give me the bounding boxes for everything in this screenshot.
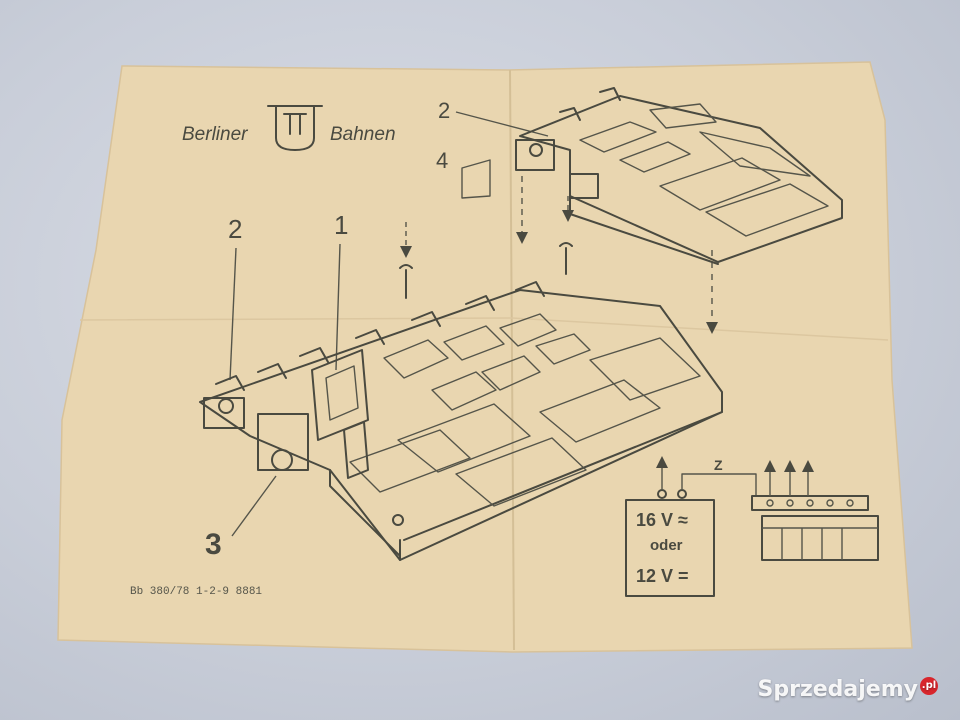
label-z: Z [714,457,723,473]
brand-header: Berliner Bahnen [182,105,396,151]
brand-right-text: Bahnen [330,124,396,145]
connector-strip [751,495,869,511]
callout-3: 3 [205,528,222,561]
print-code: Bb 380/78 1-2-9 8881 [130,586,262,598]
upper-module-drawing [515,87,843,265]
paper-sheet [57,61,913,653]
bttb-logo-icon [267,105,323,151]
power-line-3: 12 V = [636,566,689,586]
callout-2-left: 2 [228,214,242,244]
watermark-badge: .pl [920,677,938,695]
site-watermark: Sprzedajemy.pl [757,677,938,702]
leader-line [335,243,341,371]
watermark-text: Sprzedajemy [757,677,919,702]
module-block [761,515,879,561]
brand-left-text: Berliner [182,124,248,145]
small-part-icon [461,159,491,199]
callout-2-top: 2 [438,98,450,123]
assembly-arrows [399,176,718,334]
power-box [625,499,715,597]
leader-line [229,247,237,381]
leader-line [231,475,277,537]
callout-4: 4 [436,148,448,173]
main-module-drawing [199,281,723,561]
callout-1: 1 [334,210,348,240]
power-line-2: oder [650,537,683,554]
power-line-1: 16 V ≈ [636,510,688,530]
wiring-diagram: 16 V ≈ oder 12 V = Z [625,456,879,597]
